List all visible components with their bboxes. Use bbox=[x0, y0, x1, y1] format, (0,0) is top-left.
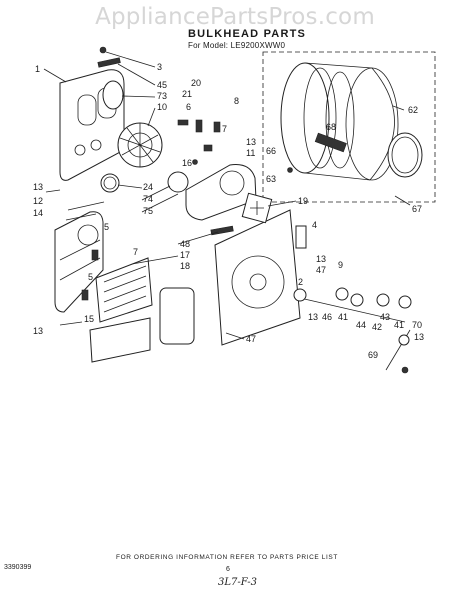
callout-label: 15 bbox=[84, 314, 94, 324]
callout-label: 13 bbox=[246, 137, 256, 147]
callout-label: 7 bbox=[133, 247, 138, 257]
callout-label: 10 bbox=[157, 102, 167, 112]
callout-label: 13 bbox=[33, 326, 43, 336]
callout-label: 48 bbox=[180, 239, 190, 249]
drum-screw[interactable] bbox=[287, 167, 293, 173]
callout-label: 7 bbox=[222, 124, 227, 134]
roller-row[interactable] bbox=[293, 287, 412, 323]
callout-label: 5 bbox=[88, 272, 93, 282]
callout-label: 3 bbox=[157, 62, 162, 72]
callout-label: 66 bbox=[266, 146, 276, 156]
document-number: 3390399 bbox=[4, 564, 32, 571]
leader-lines bbox=[43, 51, 297, 340]
slot-cover[interactable] bbox=[97, 57, 121, 68]
callout-labels: 1 3 45 73 10 20 21 6 8 7 16 13 11 13 24 … bbox=[33, 62, 424, 360]
callout-label: 41 bbox=[394, 320, 404, 330]
gasket-ring[interactable] bbox=[167, 171, 189, 193]
callout-label: 13 bbox=[316, 254, 326, 264]
callout-label: 68 bbox=[326, 122, 336, 132]
callout-label: 42 bbox=[372, 322, 382, 332]
blower-wheel[interactable] bbox=[117, 122, 163, 168]
hardware-cluster[interactable] bbox=[177, 119, 221, 165]
callout-label: 16 bbox=[182, 158, 192, 168]
callout-label: 73 bbox=[157, 91, 167, 101]
callout-label: 9 bbox=[338, 260, 343, 270]
fasteners-left[interactable] bbox=[45, 189, 105, 326]
callout-label: 62 bbox=[408, 105, 418, 115]
diagram-title: BULKHEAD PARTS bbox=[188, 28, 307, 40]
sensor-bracket[interactable] bbox=[241, 192, 273, 224]
idler-assembly[interactable] bbox=[385, 329, 411, 374]
callout-label: 17 bbox=[180, 250, 190, 260]
callout-label: 20 bbox=[191, 78, 201, 88]
callout-label: 12 bbox=[33, 196, 43, 206]
drum-part[interactable] bbox=[280, 62, 399, 181]
element-bracket[interactable] bbox=[95, 257, 153, 323]
heater-housing[interactable] bbox=[89, 317, 151, 363]
callout-label: 63 bbox=[266, 174, 276, 184]
callout-label: 19 bbox=[298, 196, 308, 206]
callout-label: 46 bbox=[322, 312, 332, 322]
callout-label: 1 bbox=[35, 64, 40, 74]
callout-label: 41 bbox=[338, 312, 348, 322]
callout-label: 24 bbox=[143, 182, 153, 192]
callout-label: 2 bbox=[298, 277, 303, 287]
callout-label: 75 bbox=[143, 206, 153, 216]
wire-harness[interactable] bbox=[159, 287, 195, 345]
drum-inset: 62 68 66 63 67 bbox=[262, 51, 436, 214]
callout-label: 70 bbox=[412, 320, 422, 330]
callout-label: 44 bbox=[356, 320, 366, 330]
callout-label: 14 bbox=[33, 208, 43, 218]
callout-label: 18 bbox=[180, 261, 190, 271]
drum-inset-border bbox=[262, 51, 436, 203]
callout-label: 13 bbox=[33, 182, 43, 192]
filter-housing[interactable] bbox=[54, 211, 104, 313]
callout-label: 13 bbox=[308, 312, 318, 322]
watermark-text: AppliancePartsPros.com bbox=[95, 4, 375, 30]
lamp-lens[interactable] bbox=[102, 80, 124, 110]
callout-label: 8 bbox=[234, 96, 239, 106]
model-subtitle: For Model: LE9200XWW0 bbox=[188, 41, 286, 50]
ordering-note: FOR ORDERING INFORMATION REFER TO PARTS … bbox=[116, 554, 338, 561]
screw[interactable] bbox=[99, 46, 107, 54]
callout-label: 67 bbox=[412, 204, 422, 214]
callout-label: 11 bbox=[246, 148, 255, 158]
hinge-bracket[interactable] bbox=[295, 225, 307, 249]
page-number: 6 bbox=[226, 566, 230, 573]
callout-label: 4 bbox=[312, 220, 317, 230]
callout-label: 13 bbox=[414, 332, 424, 342]
callout-label: 47 bbox=[316, 265, 326, 275]
callout-label: 43 bbox=[380, 312, 390, 322]
callout-label: 21 bbox=[182, 89, 192, 99]
callout-label: 74 bbox=[143, 194, 153, 204]
handwritten-note: 3L7-F-3 bbox=[218, 577, 257, 588]
callout-label: 6 bbox=[186, 102, 191, 112]
drum-baffle[interactable] bbox=[314, 132, 347, 153]
drum-seal-ring[interactable] bbox=[387, 132, 423, 178]
callout-label: 47 bbox=[246, 334, 256, 344]
callout-label: 45 bbox=[157, 80, 167, 90]
callout-label: 69 bbox=[368, 350, 378, 360]
callout-label: 5 bbox=[104, 222, 109, 232]
